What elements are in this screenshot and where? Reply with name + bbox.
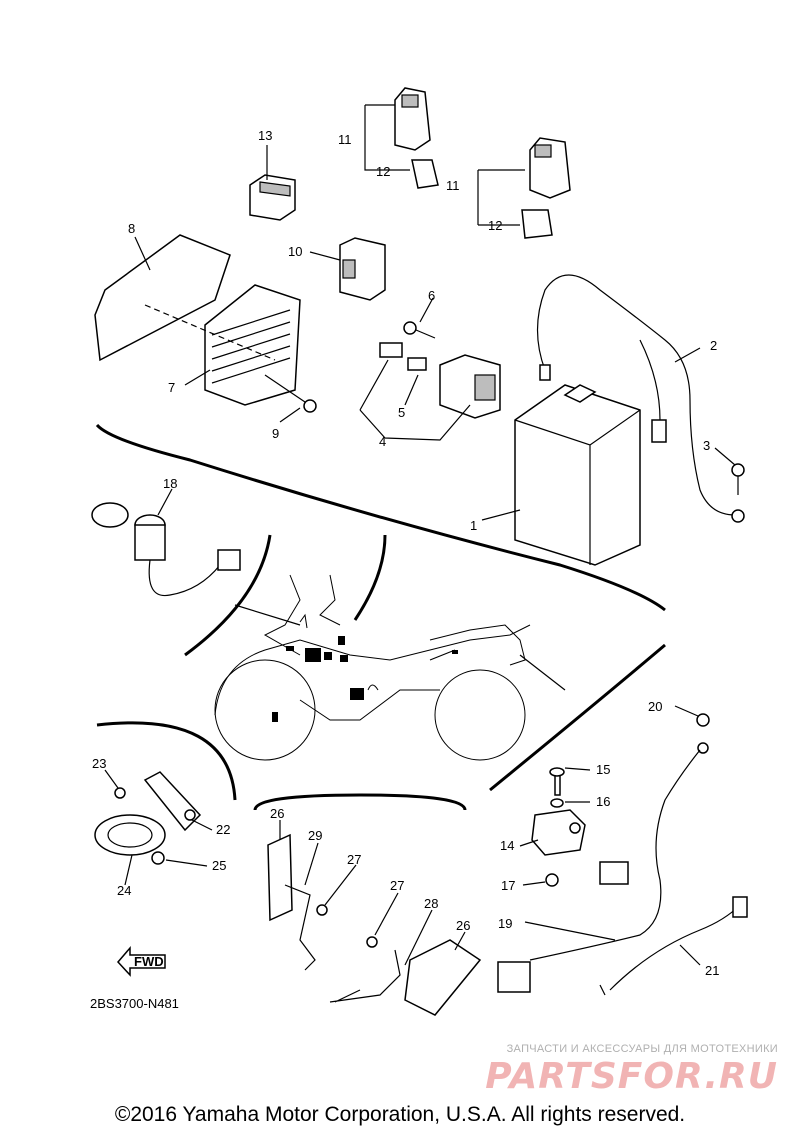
callout-12-right: 12 bbox=[488, 218, 502, 233]
callout-16: 16 bbox=[596, 794, 610, 809]
fwd-arrow-icon: FWD bbox=[116, 945, 166, 977]
reflector-right bbox=[329, 936, 482, 1016]
callout-22: 22 bbox=[216, 822, 230, 837]
callout-4: 4 bbox=[379, 434, 386, 449]
callout-20: 20 bbox=[648, 699, 662, 714]
callout-26-right: 26 bbox=[456, 918, 470, 933]
copyright-notice: ©2016 Yamaha Motor Corporation, U.S.A. A… bbox=[114, 1103, 686, 1126]
callout-27-lower: 27 bbox=[390, 878, 404, 893]
relay-11-right bbox=[521, 137, 571, 239]
callout-5: 5 bbox=[398, 405, 405, 420]
callout-18: 18 bbox=[163, 476, 177, 491]
rectifier-regulator-7 bbox=[204, 284, 301, 406]
callout-labels: 1 2 3 4 5 6 7 8 9 10 11 11 12 12 13 14 1… bbox=[92, 128, 719, 978]
callout-25: 25 bbox=[212, 858, 226, 873]
bolt-9 bbox=[264, 374, 317, 413]
battery-lead-2 bbox=[536, 274, 745, 523]
callout-9: 9 bbox=[272, 426, 279, 441]
fwd-label: FWD bbox=[134, 954, 164, 969]
callout-2: 2 bbox=[710, 338, 717, 353]
callout-21: 21 bbox=[705, 963, 719, 978]
cover-8 bbox=[94, 234, 231, 362]
callout-11-upper: 11 bbox=[338, 132, 352, 147]
callout-26-left: 26 bbox=[270, 806, 284, 821]
reflector-left bbox=[267, 833, 328, 971]
vehicle-silhouette bbox=[214, 574, 566, 761]
bolt-3 bbox=[731, 463, 745, 495]
callout-15: 15 bbox=[596, 762, 610, 777]
relay-13 bbox=[249, 174, 296, 221]
right-section-divider bbox=[489, 643, 666, 792]
center-divider bbox=[353, 534, 387, 621]
callout-10: 10 bbox=[288, 244, 302, 259]
bolt-6 bbox=[403, 321, 436, 339]
callout-8: 8 bbox=[128, 221, 135, 236]
callout-19: 19 bbox=[498, 916, 512, 931]
callout-29: 29 bbox=[308, 828, 322, 843]
callout-24: 24 bbox=[117, 883, 131, 898]
reflector-section-divider bbox=[253, 793, 467, 811]
upper-section-divider bbox=[95, 423, 666, 612]
relay-10 bbox=[339, 237, 386, 301]
callout-14: 14 bbox=[500, 838, 514, 853]
left-section-divider bbox=[184, 534, 272, 657]
diagram-code: 2BS3700-N481 bbox=[90, 996, 179, 1011]
callout-3: 3 bbox=[703, 438, 710, 453]
relay-assembly-4 bbox=[379, 342, 501, 419]
relay-11-upper bbox=[394, 87, 439, 189]
leader-8-7-dashed bbox=[144, 304, 276, 361]
callout-12-upper: 12 bbox=[376, 164, 390, 179]
callout-6: 6 bbox=[428, 288, 435, 303]
callout-23: 23 bbox=[92, 756, 106, 771]
callout-11-right: 11 bbox=[446, 178, 460, 193]
watermark-tagline: ЗАПЧАСТИ И АКСЕССУАРЫ ДЛЯ МОТОТЕХНИКИ bbox=[506, 1043, 778, 1055]
callout-7: 7 bbox=[168, 380, 175, 395]
callout-27-upper: 27 bbox=[347, 852, 361, 867]
callout-17: 17 bbox=[501, 878, 515, 893]
horn-section-divider bbox=[96, 721, 237, 801]
horn-assembly bbox=[94, 771, 202, 865]
socket-18 bbox=[91, 502, 241, 597]
sensor-assembly bbox=[497, 713, 748, 996]
callout-28: 28 bbox=[424, 896, 438, 911]
callout-13: 13 bbox=[258, 128, 272, 143]
watermark-logo: PARTSFOR.RU bbox=[485, 1056, 778, 1097]
battery-1 bbox=[514, 384, 641, 566]
leader-lines bbox=[104, 104, 736, 966]
callout-1: 1 bbox=[470, 518, 477, 533]
